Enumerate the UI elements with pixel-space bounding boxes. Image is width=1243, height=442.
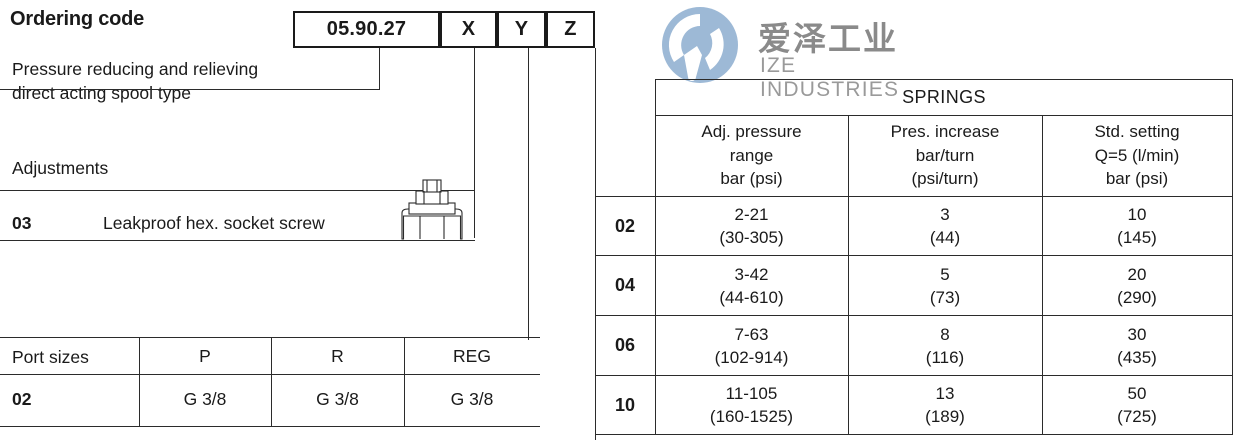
springs-adj-psi-10: (160-1525): [709, 407, 794, 426]
springs-header-std-setting: Std. setting Q=5 (l/min) bar (psi): [1094, 122, 1180, 189]
springs-header-rule: [655, 115, 1233, 117]
adjustments-label: Adjustments: [12, 158, 109, 178]
port-sizes-header-p: P: [199, 345, 211, 366]
springs-inc-bar-06: 8: [940, 324, 950, 344]
adjustment-desc-03: Leakproof hex. socket screw: [103, 213, 325, 233]
springs-adj-bar-02: 2-21: [734, 205, 769, 224]
company-watermark: 爱泽工业 IZE INDUSTRIES: [650, 6, 930, 101]
port-sizes-header-reg: REG: [453, 345, 491, 366]
springs-left-edge: [595, 48, 597, 434]
springs-adj-bar-10: 11-105: [725, 384, 778, 403]
springs-std-bar-02: 10: [1127, 205, 1147, 224]
springs-code-divider: [655, 79, 657, 434]
springs-row-rule-3: [595, 315, 1233, 317]
springs-cell-adj-06: 7-63 (102-914): [655, 316, 848, 375]
springs-row-rule-1: [595, 196, 1233, 198]
springs-std-bar-06: 30: [1127, 324, 1147, 344]
springs-top-rule: [655, 79, 1233, 81]
port-table-mid-rule: [0, 374, 540, 376]
springs-row-rule-4: [595, 375, 1233, 377]
springs-right-edge: [1232, 79, 1234, 434]
springs-cell-adj-02: 2-21 (30-305): [655, 197, 848, 255]
springs-cell-std-04: 20 (290): [1042, 256, 1232, 315]
springs-cell-adj-10: 11-105 (160-1525): [655, 376, 848, 434]
connector-x: [474, 48, 476, 238]
springs-row-code-06: 06: [614, 335, 636, 355]
port-table-div-1: [139, 337, 141, 426]
connector-y: [528, 48, 530, 340]
springs-bottom-rule: [595, 434, 1233, 436]
ordering-code-y[interactable]: Y: [497, 11, 546, 48]
springs-adj-psi-04: (44-610): [719, 287, 784, 307]
springs-inc-bar-04: 5: [940, 264, 950, 284]
ize-logo-mark: [662, 7, 738, 83]
port-sizes-row-code: 02: [12, 389, 32, 409]
port-sizes-header-r: R: [331, 345, 344, 366]
springs-cell-inc-02: 3 (44): [848, 197, 1042, 255]
springs-std-bar-10: 50: [1127, 384, 1147, 403]
ordering-code-z[interactable]: Z: [546, 11, 595, 48]
page-title: Ordering code: [10, 8, 145, 30]
springs-std-psi-10: (725): [1117, 407, 1157, 426]
port-sizes-header-label: Port sizes: [12, 347, 89, 367]
springs-inc-bar-10: 13: [935, 384, 955, 403]
springs-row-rule-2: [595, 255, 1233, 257]
springs-inc-bar-02: 3: [940, 205, 950, 224]
port-sizes-value-r: G 3/8: [316, 388, 359, 409]
description-underline: [0, 89, 380, 91]
springs-cell-inc-10: 13 (189): [848, 376, 1042, 434]
springs-row-code-02: 02: [614, 215, 636, 236]
springs-inc-psi-06: (116): [925, 347, 965, 367]
adjustments-row-underline: [0, 240, 475, 242]
port-sizes-value-reg: G 3/8: [450, 388, 494, 409]
springs-header-pres-increase: Pres. increase bar/turn (psi/turn): [890, 122, 1000, 189]
port-table-top-rule: [0, 337, 540, 339]
springs-header-adj-pressure-range: Adj. pressure range bar (psi): [701, 122, 802, 189]
springs-adj-psi-02: (30-305): [719, 228, 784, 247]
port-table-div-3: [404, 337, 406, 426]
springs-std-psi-06: (435): [1117, 347, 1157, 367]
adjustment-code-03: 03: [12, 213, 32, 233]
hex-socket-screw-icon: [396, 176, 468, 240]
springs-col-divider-2: [1042, 115, 1044, 434]
product-description: Pressure reducing and relieving direct a…: [12, 59, 259, 103]
springs-adj-bar-06: 7-63: [734, 324, 769, 344]
springs-adj-psi-06: (102-914): [714, 347, 789, 367]
springs-inc-psi-02: (44): [929, 228, 961, 247]
ordering-code-x[interactable]: X: [440, 11, 497, 48]
springs-std-psi-04: (290): [1117, 287, 1157, 307]
springs-cell-inc-06: 8 (116): [848, 316, 1042, 375]
springs-std-bar-04: 20: [1127, 264, 1147, 284]
watermark-name-cn: 爱泽工业: [758, 19, 898, 58]
port-table-bottom-rule: [0, 426, 540, 428]
ordering-code-base[interactable]: 05.90.27: [293, 11, 440, 48]
port-sizes-value-p: G 3/8: [183, 388, 227, 409]
springs-col-divider-1: [848, 115, 850, 434]
springs-inc-psi-04: (73): [929, 287, 961, 307]
springs-cell-std-06: 30 (435): [1042, 316, 1232, 375]
springs-cell-std-02: 10 (145): [1042, 197, 1232, 255]
springs-adj-bar-04: 3-42: [734, 264, 769, 284]
springs-inc-psi-10: (189): [925, 407, 965, 426]
springs-table-title: SPRINGS: [902, 87, 986, 107]
springs-row-code-10: 10: [614, 394, 636, 415]
springs-std-psi-02: (145): [1117, 228, 1157, 247]
springs-cell-inc-04: 5 (73): [848, 256, 1042, 315]
springs-cell-adj-04: 3-42 (44-610): [655, 256, 848, 315]
connector-base-code: [379, 48, 381, 90]
springs-cell-std-10: 50 (725): [1042, 376, 1232, 434]
port-table-div-2: [271, 337, 273, 426]
springs-row-code-04: 04: [614, 275, 636, 295]
adjustments-underline: [0, 190, 475, 192]
